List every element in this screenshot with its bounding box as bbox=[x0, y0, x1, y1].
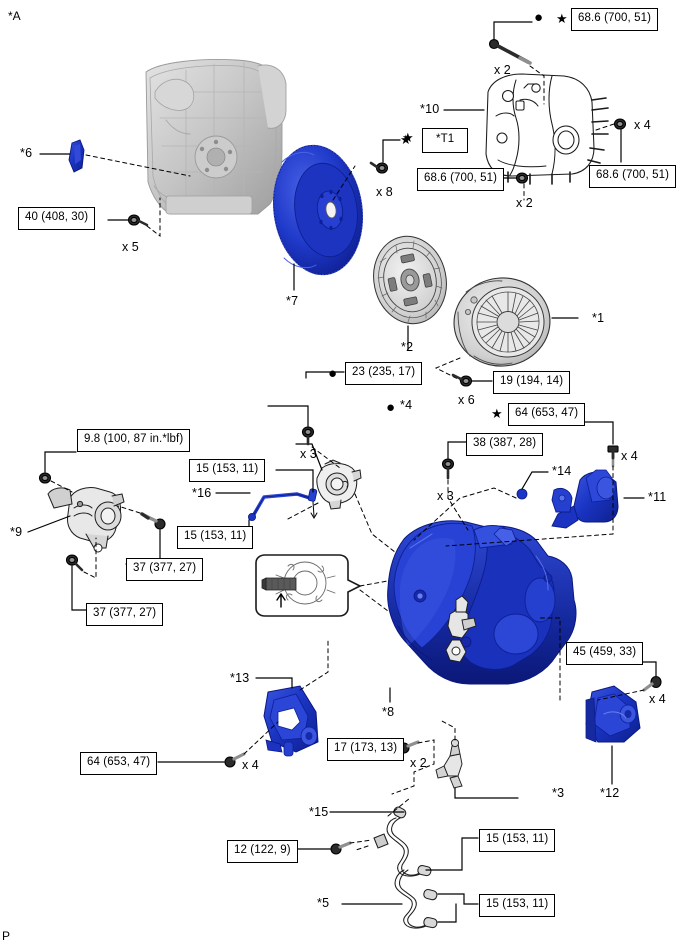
qty-x4-a: x 4 bbox=[634, 118, 651, 132]
bolt-x3-a-graphic bbox=[301, 426, 315, 446]
engine-block-graphic bbox=[145, 59, 287, 215]
part-ref-14: *14 bbox=[552, 464, 572, 478]
part-ref-8: *8 bbox=[382, 705, 395, 719]
part-ref-12: *12 bbox=[600, 786, 620, 800]
part-ref-6: *6 bbox=[20, 146, 33, 160]
page-marker-top-left: *A bbox=[8, 9, 21, 23]
bolt-x3-b-graphic bbox=[441, 458, 455, 480]
part-12-bracket-graphic bbox=[585, 685, 641, 743]
bolt-12-graphic bbox=[330, 841, 352, 855]
bolt-x4-c-graphic bbox=[224, 752, 246, 768]
torque-label-12: 12 (122, 9) bbox=[227, 840, 298, 863]
qty-x4-c: x 4 bbox=[242, 758, 259, 772]
bolt-x6-graphic bbox=[451, 373, 473, 387]
nut-x4-graphic bbox=[613, 118, 627, 130]
bolt-37-a-graphic bbox=[140, 512, 166, 530]
part-ref-7: *7 bbox=[286, 294, 299, 308]
qty-x6: x 6 bbox=[458, 393, 475, 407]
torque-label-37-a: 37 (377, 27) bbox=[126, 558, 204, 581]
part-14-dot-graphic bbox=[516, 488, 528, 500]
torque-label-38: 38 (387, 28) bbox=[466, 433, 544, 456]
torque-label-37-b: 37 (377, 27) bbox=[86, 603, 164, 626]
bolt-x8-graphic bbox=[369, 161, 389, 174]
torque-label-T1: *T1 bbox=[422, 128, 469, 153]
dot-marker-686: ● bbox=[534, 9, 544, 26]
inset-detail-graphic bbox=[255, 554, 362, 617]
qty-x5: x 5 bbox=[122, 240, 139, 254]
torque-label-686-b: 68.6 (700, 51) bbox=[417, 168, 505, 191]
part-13-bracket-graphic bbox=[263, 685, 319, 757]
part-ref-11: *11 bbox=[648, 490, 667, 504]
part-ref-13: *13 bbox=[230, 671, 250, 685]
qty-x8: x 8 bbox=[376, 185, 393, 199]
bolt-40-graphic bbox=[127, 214, 149, 227]
part-ref-4: *4 bbox=[400, 398, 413, 412]
star-marker-a: ★ bbox=[556, 11, 568, 26]
qty-x3-b: x 3 bbox=[437, 489, 454, 503]
part-4-cylinder-graphic bbox=[316, 459, 362, 510]
part-ref-2: *2 bbox=[401, 340, 414, 354]
qty-x3-a: x 3 bbox=[300, 447, 317, 461]
torque-label-686-c: 68.6 (700, 51) bbox=[589, 165, 677, 188]
star-marker-64: ★ bbox=[491, 406, 503, 421]
torque-label-15-c: 15 (153, 11) bbox=[479, 829, 556, 852]
transmission-case-graphic bbox=[387, 520, 577, 685]
part-3-sensor-graphic bbox=[435, 738, 463, 789]
torque-label-40: 40 (408, 30) bbox=[18, 207, 96, 230]
torque-label-23: 23 (235, 17) bbox=[345, 362, 423, 385]
qty-x2-b: x 2 bbox=[516, 196, 533, 210]
part-ref-16: *16 bbox=[192, 486, 212, 500]
pressure-plate-graphic bbox=[453, 277, 551, 367]
torque-label-64-b: 64 (653, 47) bbox=[80, 752, 158, 775]
part-6-graphic bbox=[68, 139, 85, 173]
part-ref-15: *15 bbox=[309, 805, 329, 819]
part-10-housing-graphic bbox=[485, 73, 609, 185]
torque-label-686-a: 68.6 (700, 51) bbox=[571, 8, 659, 31]
torque-label-15-a: 15 (153, 11) bbox=[189, 459, 266, 482]
star-marker-b: ★ bbox=[402, 130, 414, 145]
torque-label-17: 17 (173, 13) bbox=[327, 738, 405, 761]
part-9-starter-graphic bbox=[47, 487, 125, 553]
nut-98-graphic bbox=[38, 472, 52, 484]
torque-label-45: 45 (459, 33) bbox=[566, 642, 644, 665]
bolt-long-top-graphic bbox=[488, 38, 532, 65]
qty-x4-d: x 4 bbox=[649, 692, 666, 706]
bolt-x4-b-graphic bbox=[607, 445, 619, 468]
star-marker-flywheel: ★ bbox=[400, 132, 412, 147]
part-ref-10: *10 bbox=[420, 102, 440, 116]
torque-label-19: 19 (194, 14) bbox=[493, 371, 571, 394]
torque-label-15-b: 15 (153, 11) bbox=[177, 526, 254, 549]
part-15-hose-graphic bbox=[373, 806, 432, 877]
part-ref-9: *9 bbox=[10, 525, 23, 539]
bolt-x4-d-graphic bbox=[642, 675, 662, 692]
clutch-disc-graphic bbox=[373, 235, 447, 325]
part-ref-5: *5 bbox=[317, 896, 330, 910]
part-16-tube-graphic bbox=[251, 492, 315, 518]
part-11-bracket-graphic bbox=[551, 469, 619, 529]
part-ref-3: *3 bbox=[552, 786, 565, 800]
torque-label-64-a: 64 (653, 47) bbox=[508, 403, 586, 426]
nut-x2-graphic bbox=[515, 172, 529, 184]
torque-label-15-d: 15 (153, 11) bbox=[479, 894, 556, 917]
bolt-37-b-graphic bbox=[65, 554, 84, 572]
qty-x4-b: x 4 bbox=[621, 449, 638, 463]
dot-marker-4: ● bbox=[386, 399, 396, 416]
page-marker-bottom-left: P bbox=[2, 929, 11, 943]
qty-x2-a: x 2 bbox=[494, 63, 511, 77]
part-5-hose-graphic bbox=[394, 869, 438, 929]
torque-label-98: 9.8 (100, 87 in.*lbf) bbox=[77, 429, 191, 452]
part-ref-1: *1 bbox=[592, 311, 605, 325]
qty-x2-c: x 2 bbox=[410, 756, 427, 770]
dot-marker-23: ● bbox=[328, 365, 338, 382]
